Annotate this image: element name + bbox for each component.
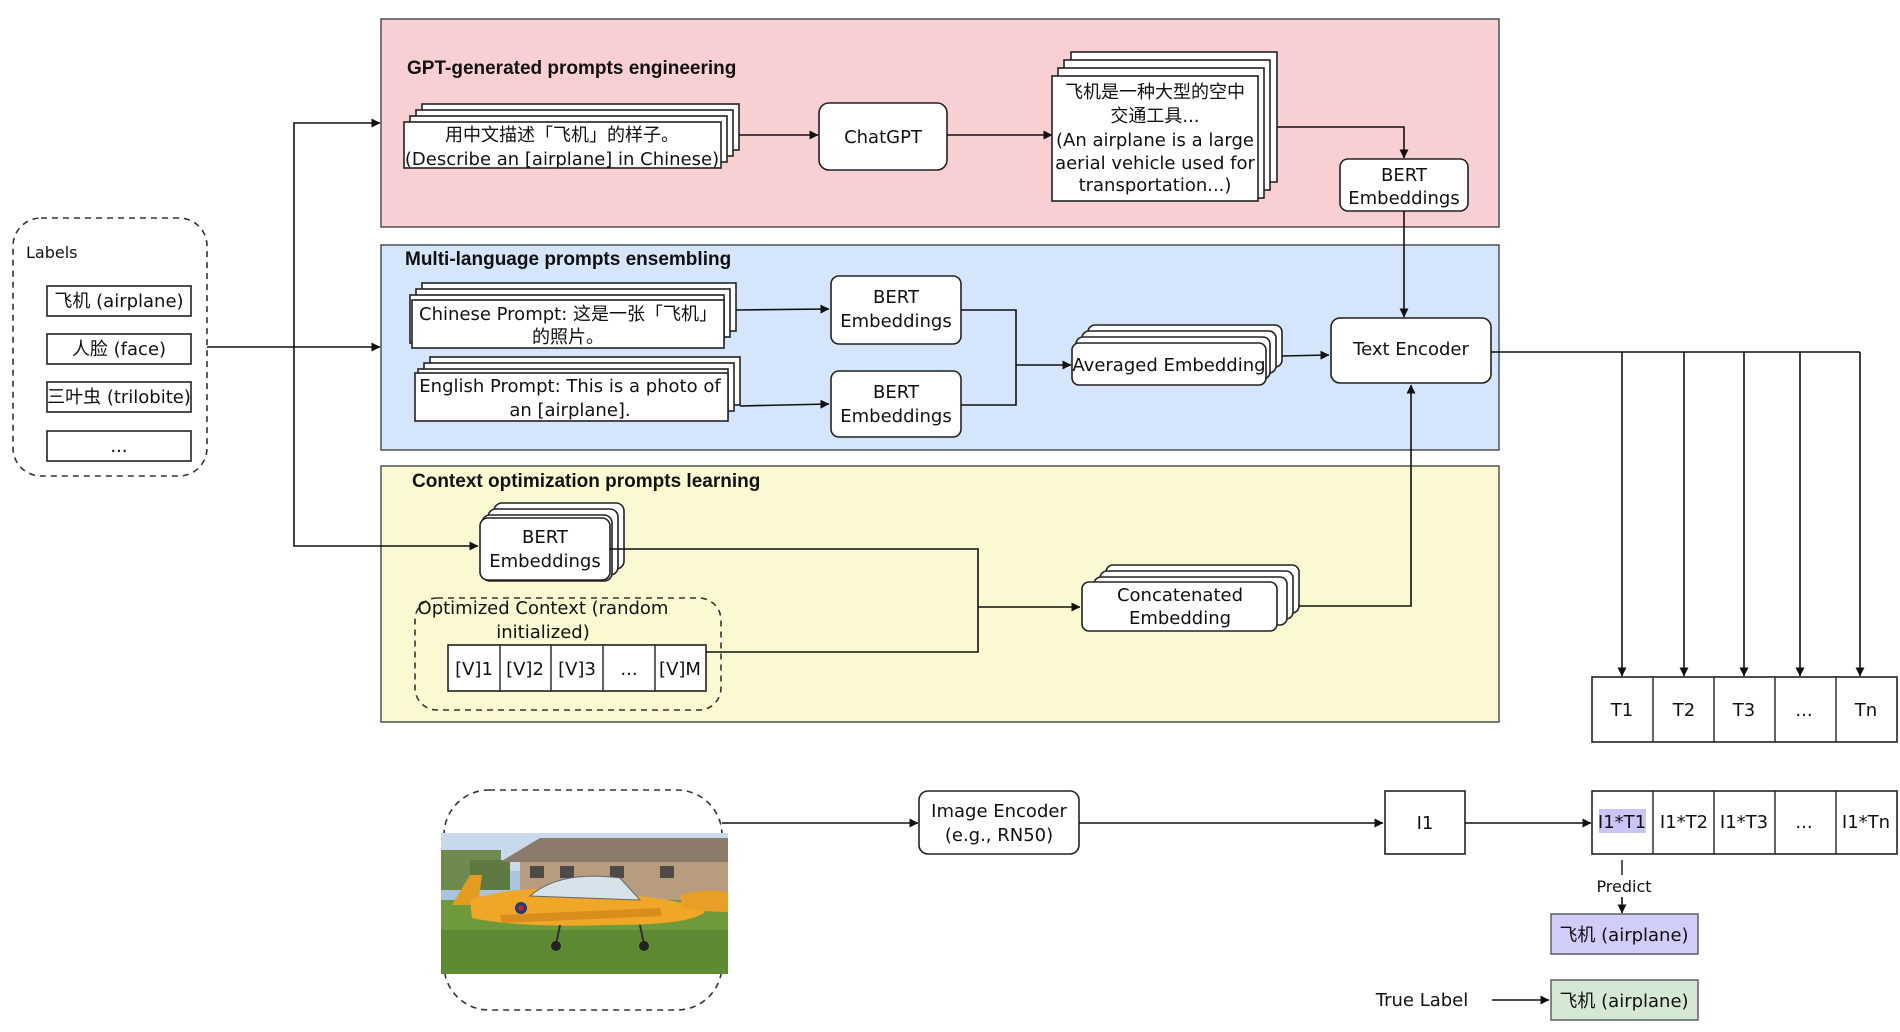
similarity-cell: I1*Tn xyxy=(1842,812,1890,833)
concatenated-line: Concatenated xyxy=(1117,585,1243,606)
context-token: [V]1 xyxy=(455,659,493,680)
label-item-text: 飞机 (airplane) xyxy=(54,291,183,312)
prediction-text: 飞机 (airplane) xyxy=(1559,925,1688,946)
bert-line: Embeddings xyxy=(1348,188,1459,209)
gpt-prompt-line: (Describe an [airplane] in Chinese) xyxy=(405,149,719,170)
image-encoder-line: Image Encoder xyxy=(931,801,1067,822)
bert-line: Embeddings xyxy=(489,551,600,572)
bert-line: BERT xyxy=(873,287,920,308)
concatenated-line: Embedding xyxy=(1129,608,1231,629)
optimized-context-frame xyxy=(414,597,722,711)
chinese-prompt-stack: Chinese Prompt: 这是一张「飞机」 的照片。 xyxy=(409,282,737,349)
english-prompt-line: English Prompt: This is a photo of xyxy=(419,376,721,397)
averaged-embedding-stack: Averaged Embedding xyxy=(1071,324,1283,386)
labels-dashed-frame xyxy=(12,217,208,477)
bert-line: BERT xyxy=(1381,165,1428,186)
true-label-text: 飞机 (airplane) xyxy=(1559,991,1688,1012)
averaged-embedding-label: Averaged Embedding xyxy=(1072,355,1265,376)
similarity-cell: I1*T1 xyxy=(1598,812,1646,833)
similarity-row: I1*T1 I1*T2 I1*T3 ... I1*Tn xyxy=(1591,790,1898,855)
context-section-title: Context optimization prompts learning xyxy=(412,471,760,492)
english-prompt-line: an [airplane]. xyxy=(509,400,630,421)
prediction-box: 飞机 (airplane) xyxy=(1550,913,1699,955)
text-feature-cell: T2 xyxy=(1672,700,1695,721)
label-item-text: 三叶虫 (trilobite) xyxy=(47,387,191,408)
multi-bert-node-en: BERT Embeddings xyxy=(830,370,962,438)
context-token: [V]M xyxy=(659,659,701,680)
label-item xyxy=(46,381,192,413)
arrow-concatenated-to-encoder xyxy=(1299,384,1416,607)
labels-group: Labels 飞机 (airplane) 人脸 (face) 三叶虫 (tril… xyxy=(12,217,208,477)
bert-line: Embeddings xyxy=(840,311,951,332)
text-encoder-label: Text Encoder xyxy=(1352,339,1469,360)
label-fanout-arrows xyxy=(207,118,479,551)
gpt-prompt-stack: 用中文描述「飞机」的样子。 (Describe an [airplane] in… xyxy=(403,103,740,170)
label-item-text: 人脸 (face) xyxy=(72,339,166,360)
chatgpt-label: ChatGPT xyxy=(844,127,923,148)
image-feature-label: I1 xyxy=(1417,813,1434,834)
text-encoder-node: Text Encoder xyxy=(1330,317,1492,384)
arrow-output-to-bert xyxy=(1277,126,1409,159)
arrow-chinese-to-bert xyxy=(735,304,830,314)
gpt-output-line: 交通工具... xyxy=(1110,106,1199,127)
optimized-context-title: Optimized Context (random xyxy=(418,598,669,619)
gpt-output-line: (An airplane is a large xyxy=(1056,130,1254,151)
label-item-text: ... xyxy=(110,436,127,457)
gpt-section-title: GPT-generated prompts engineering xyxy=(407,58,736,79)
context-bert-stack: BERT Embeddings xyxy=(479,502,625,582)
bert-line: BERT xyxy=(522,527,569,548)
input-image-group xyxy=(441,789,728,1011)
predict-label: Predict xyxy=(1596,877,1651,896)
text-feature-arrows xyxy=(1491,351,1865,677)
gpt-output-line: transportation...) xyxy=(1079,175,1232,196)
text-features-row: T1 T2 T3 ... Tn xyxy=(1591,676,1898,743)
multi-bert-node-zh: BERT Embeddings xyxy=(830,275,962,345)
gpt-prompt-line: 用中文描述「飞机」的样子。 xyxy=(445,125,679,146)
optimized-context-group: Optimized Context (random initialized) [… xyxy=(414,597,722,711)
gpt-output-line: 飞机是一种大型的空中 xyxy=(1065,82,1245,103)
multi-section-title: Multi-language prompts ensembling xyxy=(405,249,731,270)
chinese-prompt-line: Chinese Prompt: 这是一张「飞机」 xyxy=(419,304,717,325)
arrow-english-to-bert xyxy=(739,399,830,409)
chinese-prompt-line: 的照片。 xyxy=(532,327,604,348)
image-encoder-node: Image Encoder (e.g., RN50) xyxy=(918,790,1080,855)
arrow-averaged-to-encoder xyxy=(1281,350,1330,360)
label-item xyxy=(46,333,192,365)
context-token-strip xyxy=(447,644,707,692)
text-feature-cell: T1 xyxy=(1610,700,1633,721)
labels-title: Labels xyxy=(26,243,78,262)
context-token: [V]2 xyxy=(506,659,544,680)
context-token: [V]3 xyxy=(558,659,596,680)
context-token: ... xyxy=(620,659,637,680)
gpt-bert-node: BERT Embeddings xyxy=(1339,158,1469,212)
text-feature-cell: Tn xyxy=(1854,700,1877,721)
gpt-output-stack: 飞机是一种大型的空中 交通工具... (An airplane is a lar… xyxy=(1051,51,1278,202)
english-prompt-stack: English Prompt: This is a photo of an [a… xyxy=(414,356,741,422)
text-feature-cell: T3 xyxy=(1732,700,1755,721)
image-feature-node: I1 xyxy=(1384,790,1466,855)
gpt-output-line: aerial vehicle used for xyxy=(1055,153,1255,174)
label-item xyxy=(46,285,192,317)
true-label-caption: True Label xyxy=(1375,990,1469,1011)
chatgpt-node: ChatGPT xyxy=(818,102,948,171)
similarity-cell: ... xyxy=(1795,812,1812,833)
context-merge-bracket xyxy=(610,548,979,653)
text-feature-cell: ... xyxy=(1795,700,1812,721)
concatenated-embedding-stack: Concatenated Embedding xyxy=(1081,564,1300,632)
optimized-context-title: initialized) xyxy=(496,622,589,643)
merge-bracket xyxy=(961,309,1017,406)
similarity-cell: I1*T2 xyxy=(1660,812,1708,833)
bert-line: Embeddings xyxy=(840,406,951,427)
similarity-cell: I1*T3 xyxy=(1720,812,1768,833)
bert-line: BERT xyxy=(873,382,920,403)
true-label-row: True Label 飞机 (airplane) xyxy=(1375,979,1699,1021)
image-encoder-line: (e.g., RN50) xyxy=(945,825,1053,846)
airplane-photo xyxy=(441,833,728,974)
label-item xyxy=(46,430,192,462)
